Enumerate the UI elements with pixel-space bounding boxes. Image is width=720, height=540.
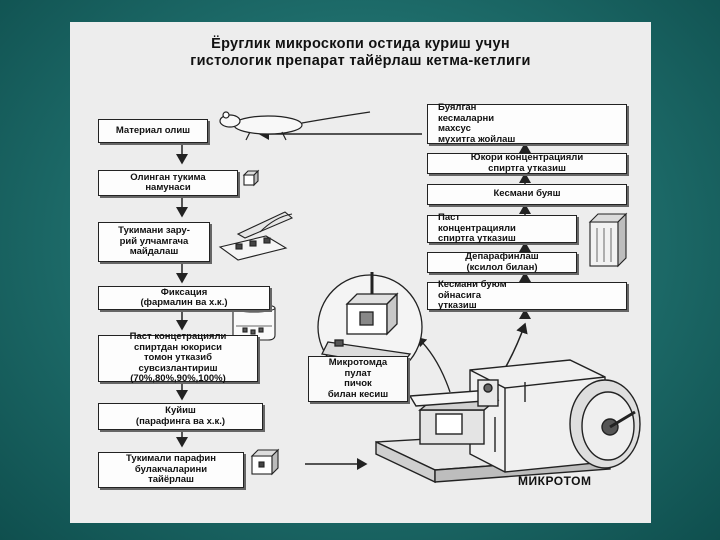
microtome-illustration xyxy=(375,359,641,484)
cutting-board-illustration xyxy=(218,211,294,261)
staining-jar-illustration xyxy=(588,212,628,268)
step-deparaffinization: Депарафинлаш (ксилол билан) xyxy=(427,251,577,273)
rat-illustration xyxy=(219,111,371,141)
step-tissue-sample: Олинган тукима намунаси xyxy=(98,170,238,196)
step-mounting: Буялган кесмаларни махсус мухитга жойлаш xyxy=(427,102,627,144)
tissue-cube-illustration xyxy=(242,169,260,187)
paraffin-block-illustration xyxy=(250,448,280,476)
step-high-alcohol: Юкори концентрацияли спиртга утказиш xyxy=(427,152,627,174)
flow-connectors xyxy=(176,107,641,484)
step-low-alcohol: Паст концентрацияли спиртга утказиш xyxy=(427,213,577,244)
step-embedding: Куйиш (парафинга ва х.к.) xyxy=(98,403,263,430)
microtome-label: МИКРОТОМ xyxy=(518,474,592,488)
diagram-panel: Ёруглик микроскопи остида куриш учун гис… xyxy=(70,22,651,523)
step-cutting-tissue: Тукимани зару- рий улчамгача майдалаш xyxy=(98,222,210,262)
step-paraffin-blocks: Тукимали парафин булакчаларини тайёрлаш xyxy=(98,452,244,488)
title-line-1: Ёруглик микроскопи остида куриш учун xyxy=(211,36,510,52)
step-dehydration: Паст концетрацияли спиртдан юкориси томо… xyxy=(98,332,258,384)
step-transfer-to-slide: Кесмани буюм ойнасига утказиш xyxy=(427,280,627,311)
step-material-collection: Материал олиш xyxy=(98,119,208,143)
title-line-2: гистологик препарат тайёрлаш кетма-кетли… xyxy=(190,53,531,69)
step-staining: Кесмани буяш xyxy=(427,184,627,205)
arrow-detail xyxy=(417,337,451,393)
step-fixation: Фиксация (фармалин ва х.к.) xyxy=(98,286,270,310)
microtome-note: Микротомда пулат пичок билан кесиш xyxy=(308,356,408,402)
diagram-title: Ёруглик микроскопи остида куриш учун гис… xyxy=(70,36,651,70)
